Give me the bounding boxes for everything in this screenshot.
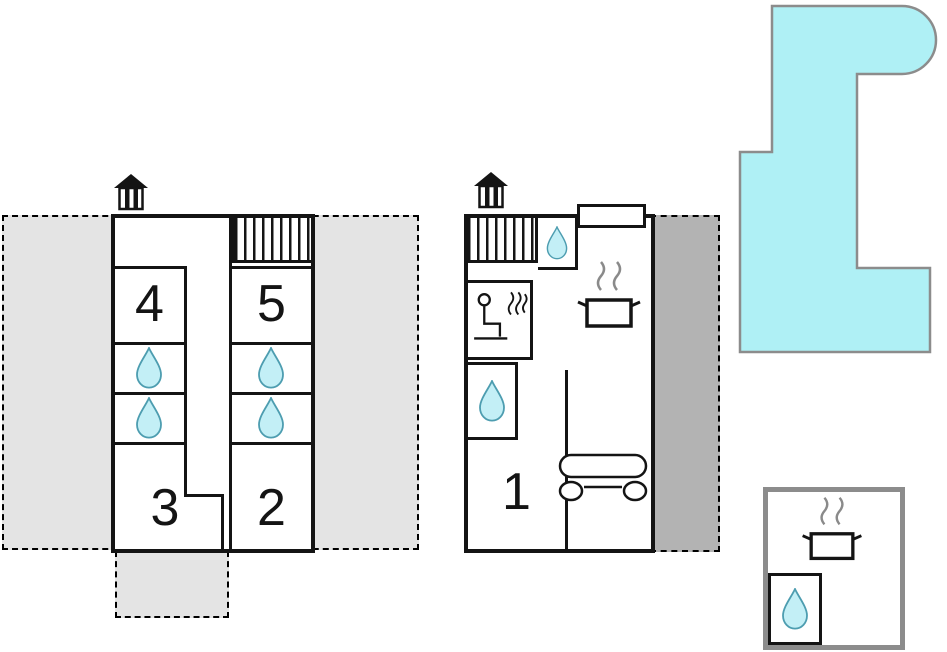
sauna-person-head — [477, 293, 491, 307]
interior-wall — [232, 442, 311, 445]
interior-wall — [184, 494, 224, 497]
water-drop-icon — [136, 397, 162, 439]
outbuilding — [763, 487, 905, 650]
chimney-icon — [474, 172, 508, 209]
water-drop-icon — [258, 397, 284, 439]
room-3-label: 3 — [150, 479, 180, 537]
room-1-label: 1 — [502, 463, 531, 521]
pot — [809, 532, 855, 561]
interior-wall — [229, 218, 232, 549]
sofa-icon — [558, 453, 648, 502]
dormer-window — [577, 204, 646, 228]
stairs-icon — [468, 218, 538, 263]
main-building: 4 5 3 2 — [111, 214, 315, 553]
water-drop-icon — [258, 347, 284, 389]
shower-cell — [468, 362, 518, 440]
pot-handle — [630, 300, 641, 308]
sauna-cell — [468, 280, 533, 360]
interior-wall — [115, 266, 187, 269]
sofa-armrest — [622, 480, 648, 502]
pot-handle — [852, 534, 862, 541]
chimney-stripe — [485, 186, 490, 207]
shower-cell — [768, 573, 822, 645]
water-drop-icon — [546, 225, 567, 259]
chimney-stripe — [493, 186, 498, 207]
heat-wave — [522, 293, 528, 314]
sauna-icon — [474, 291, 528, 340]
interior-wall — [115, 392, 187, 395]
chimney-body — [478, 184, 504, 209]
water-drop-icon — [478, 380, 505, 422]
pool-water — [738, 4, 938, 354]
interior-wall — [232, 342, 311, 345]
chimney-roof — [474, 172, 508, 186]
stove-icon — [802, 497, 862, 561]
heat-wave — [507, 291, 515, 316]
pot-handle — [802, 534, 812, 541]
chimney-stripe — [133, 188, 138, 209]
stove-icon — [577, 261, 641, 328]
chimney-stripe — [125, 188, 130, 209]
sauna-person-body — [483, 306, 502, 337]
chimney-icon — [114, 174, 148, 211]
sofa-armrest — [558, 480, 584, 502]
chimney-body — [118, 186, 144, 211]
steam-line — [835, 497, 844, 526]
room-2-label: 2 — [257, 479, 286, 537]
water-drop-icon — [136, 347, 162, 389]
pot-handle — [577, 300, 588, 308]
stairs-icon — [232, 218, 311, 263]
interior-wall — [115, 342, 187, 345]
interior-wall — [221, 494, 224, 549]
pot — [585, 298, 633, 328]
second-building: 1 — [464, 214, 655, 553]
steam-line — [612, 261, 622, 291]
sofa-back — [558, 453, 648, 479]
pool-shape — [738, 4, 938, 354]
steam-line — [820, 497, 829, 526]
room-4-label: 4 — [135, 275, 164, 333]
room-5-label: 5 — [257, 275, 286, 333]
steam-line — [596, 261, 606, 291]
shower-cell — [538, 218, 578, 270]
interior-wall — [115, 442, 187, 445]
interior-wall — [184, 266, 187, 497]
terrace-annex-left — [115, 551, 229, 618]
interior-wall — [232, 266, 311, 269]
heat-wave — [515, 291, 522, 316]
chimney-roof — [114, 174, 148, 188]
terrace-right — [650, 215, 720, 552]
interior-wall — [232, 392, 311, 395]
water-drop-icon — [782, 588, 808, 630]
